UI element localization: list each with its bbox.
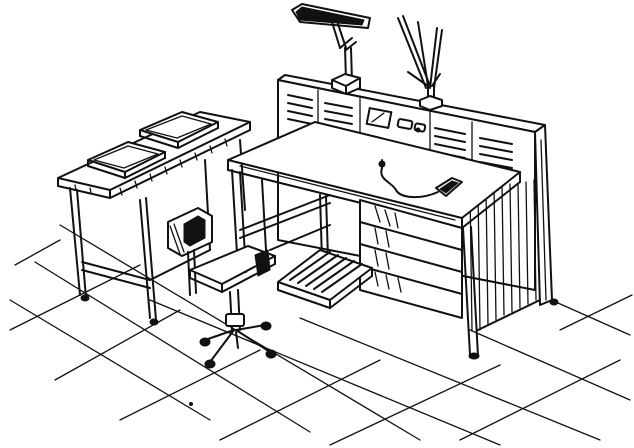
footrest <box>277 249 373 309</box>
desk-lamp <box>291 3 371 95</box>
ink-speck <box>189 402 193 406</box>
floor-grid <box>9 224 633 446</box>
antenna <box>397 15 443 111</box>
side-table <box>57 111 251 326</box>
soldering-iron <box>378 159 463 198</box>
swivel-chair <box>167 207 277 369</box>
